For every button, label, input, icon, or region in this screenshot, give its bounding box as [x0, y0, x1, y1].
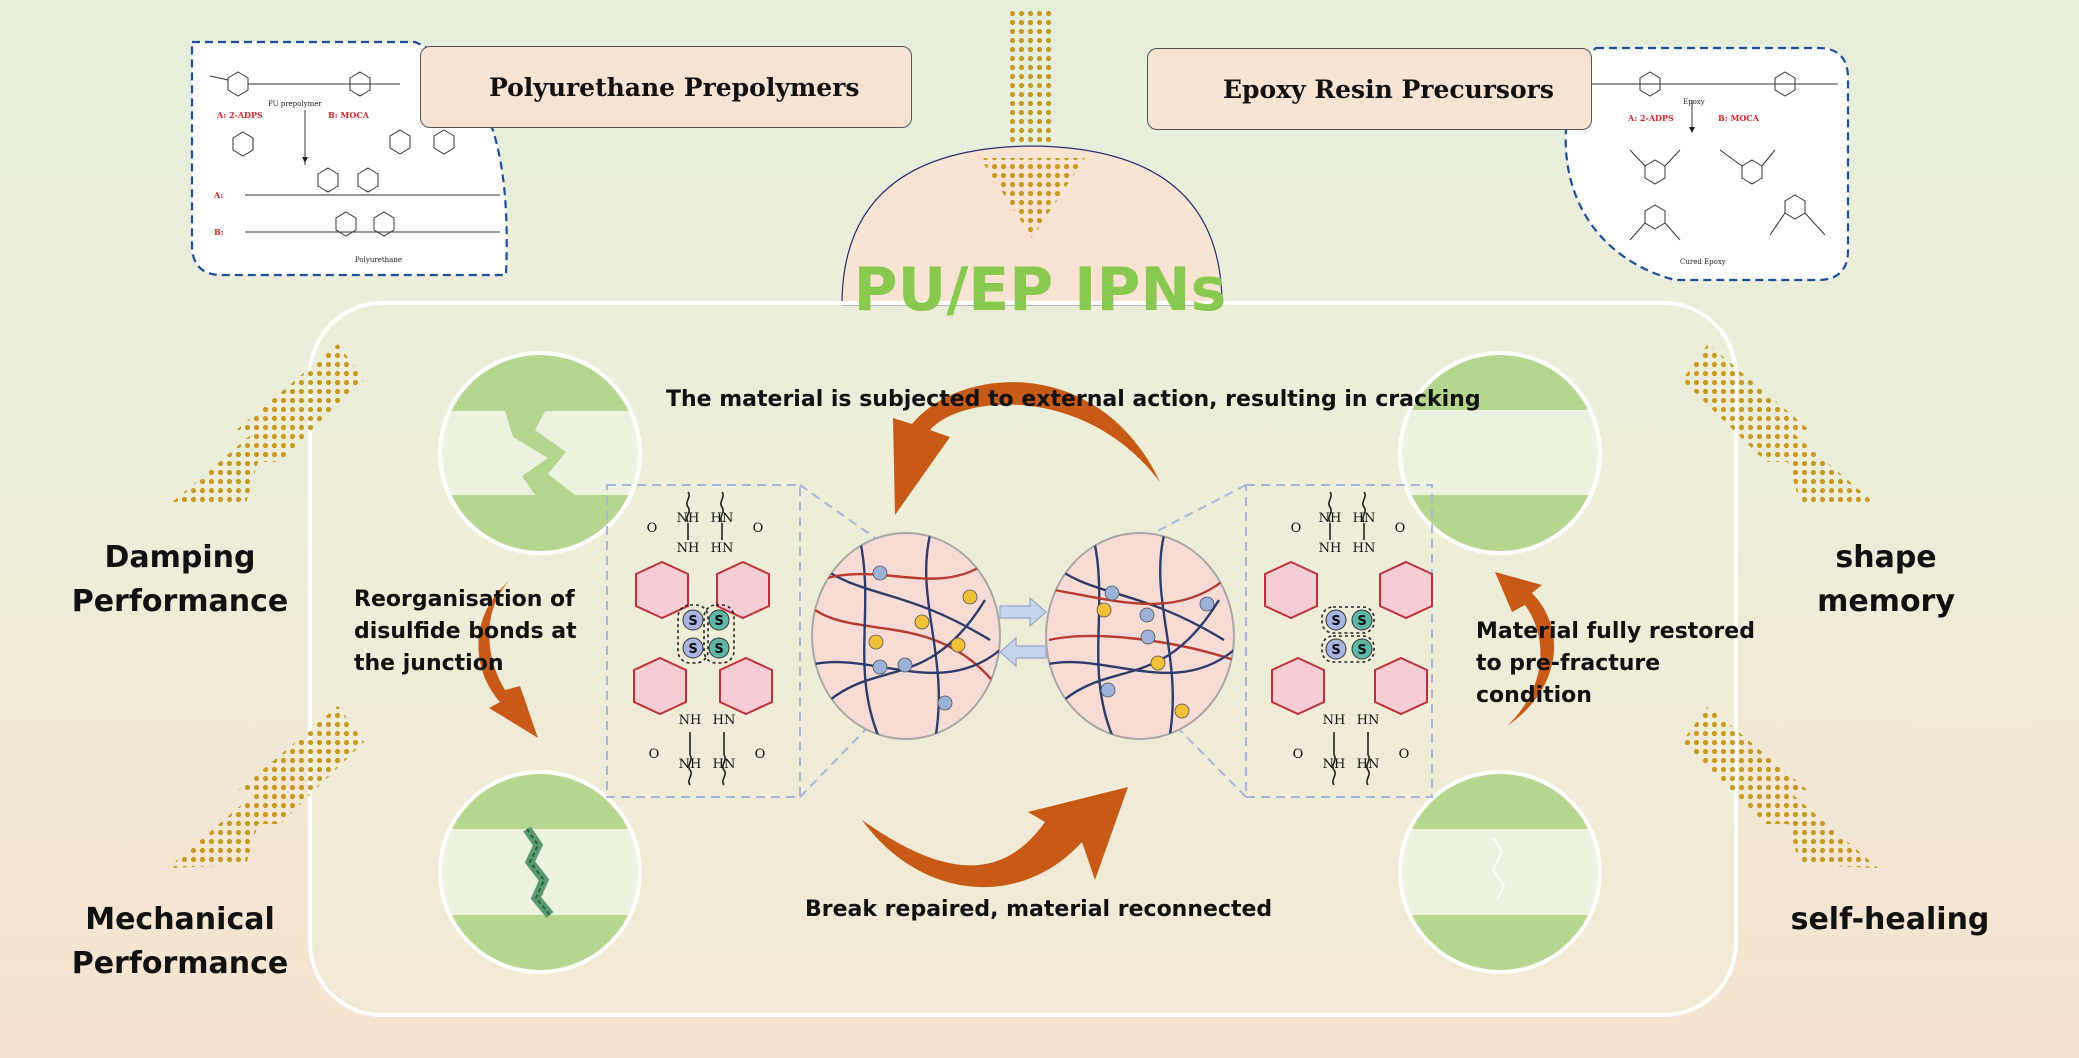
- chem-nh: NH: [679, 757, 702, 772]
- chem-o: O: [1293, 747, 1304, 762]
- ep-product-label: Cured Epoxy: [1680, 258, 1726, 266]
- dot-arrow-damping: [168, 344, 364, 506]
- caption-reorganisation: Reorganisation of disulfide bonds at the…: [354, 587, 577, 676]
- caption-restored: Material fully restored to pre-fracture …: [1476, 619, 1755, 708]
- chem-nh: NH: [1319, 511, 1342, 526]
- ep-label-b: B: MOCA: [1718, 113, 1760, 123]
- chem-o: O: [649, 747, 660, 762]
- dot-arrow-self-healing: [1682, 706, 1878, 868]
- pu-product-b: B:: [214, 227, 224, 237]
- chem-hn: HN: [711, 511, 734, 526]
- svg-text:S: S: [688, 642, 697, 657]
- network-healed: [1045, 532, 1235, 740]
- network-broken: [811, 532, 1001, 740]
- pu-product-a: A:: [213, 190, 223, 200]
- property-shape-memory: shape memory: [1817, 540, 1955, 619]
- specimen-restored: [1398, 351, 1602, 555]
- pu-precursor-label: Polyurethane Prepolymers: [489, 72, 860, 102]
- ep-precursor-label: Epoxy Resin Precursors: [1223, 74, 1554, 104]
- dome-dot-arrow: [980, 158, 1085, 238]
- chem-nh: NH: [1323, 713, 1346, 728]
- zoom-box-left: [606, 484, 879, 798]
- svg-text:S: S: [1331, 614, 1340, 629]
- caption-repaired: Break repaired, material reconnected: [805, 897, 1273, 922]
- disulfide-atoms-left: [682, 609, 730, 659]
- chem-o: O: [647, 521, 658, 536]
- specimen-healing: [438, 770, 642, 974]
- arrow-left-curve: [478, 582, 538, 738]
- property-mechanical: Mechanical Performance: [71, 902, 289, 981]
- chem-hn: HN: [711, 541, 734, 556]
- chem-o: O: [1395, 521, 1406, 536]
- pu-product-label: Polyurethane: [355, 256, 402, 264]
- main-panel: [308, 301, 1738, 1017]
- specimen-cracked: [438, 351, 642, 555]
- property-self-healing: self-healing: [1790, 902, 1990, 937]
- chem-hn: HN: [1353, 511, 1376, 526]
- dot-arrow-shape-memory: [1682, 344, 1878, 506]
- chem-o: O: [753, 521, 764, 536]
- chem-hn: HN: [1357, 757, 1380, 772]
- chem-o: O: [1399, 747, 1410, 762]
- pu-label-a: A: 2-ADPS: [216, 110, 263, 120]
- chem-o: O: [755, 747, 766, 762]
- chem-hn: HN: [1353, 541, 1376, 556]
- pu-label-b: B: MOCA: [328, 110, 370, 120]
- svg-text:S: S: [714, 614, 723, 629]
- specimen-nearly-healed: [1398, 770, 1602, 974]
- exchange-arrows: [999, 596, 1047, 668]
- svg-text:S: S: [1357, 614, 1366, 629]
- chem-nh: NH: [677, 511, 700, 526]
- arrow-bottom-curve: [862, 787, 1128, 888]
- ep-scheme-card: Epoxy A: 2-ADPS B: MOCA Cured Epoxy: [1564, 46, 1850, 282]
- pu-prepolymer-label: PU prepolymer: [268, 100, 322, 108]
- dot-arrow-mechanical: [168, 706, 364, 868]
- ep-precursor-box: Epoxy Resin Precursors: [1147, 48, 1592, 130]
- chem-structure-right: [1264, 491, 1433, 786]
- chem-structure-left: [633, 491, 773, 786]
- svg-text:S: S: [714, 642, 723, 657]
- svg-text:S: S: [1357, 643, 1366, 658]
- caption-cracking: The material is subjected to external ac…: [666, 387, 1481, 412]
- ipn-title: PU/EP IPNs: [853, 255, 1227, 325]
- chem-o: O: [1291, 521, 1302, 536]
- chem-nh: NH: [1323, 757, 1346, 772]
- arrow-right-curve: [1495, 572, 1555, 726]
- ep-epoxy-label: Epoxy: [1683, 98, 1705, 106]
- chem-hn: HN: [713, 713, 736, 728]
- ep-label-a: A: 2-ADPS: [1627, 113, 1674, 123]
- pu-precursor-box: Polyurethane Prepolymers: [420, 46, 912, 128]
- chem-hn: HN: [713, 757, 736, 772]
- chem-nh: NH: [677, 541, 700, 556]
- chem-nh: NH: [679, 713, 702, 728]
- arrow-top-curve: [893, 382, 1160, 515]
- chem-labels: NH HN O O NH HN NH HN O O NH HN NH HN O …: [647, 511, 1410, 772]
- chem-nh: NH: [1319, 541, 1342, 556]
- svg-text:S: S: [688, 614, 697, 629]
- property-damping: Damping Performance: [71, 540, 289, 619]
- svg-text:S: S: [1331, 643, 1340, 658]
- chem-hn: HN: [1357, 713, 1380, 728]
- disulfide-atoms-right: [1325, 609, 1373, 660]
- top-dot-arrow: [1006, 8, 1052, 158]
